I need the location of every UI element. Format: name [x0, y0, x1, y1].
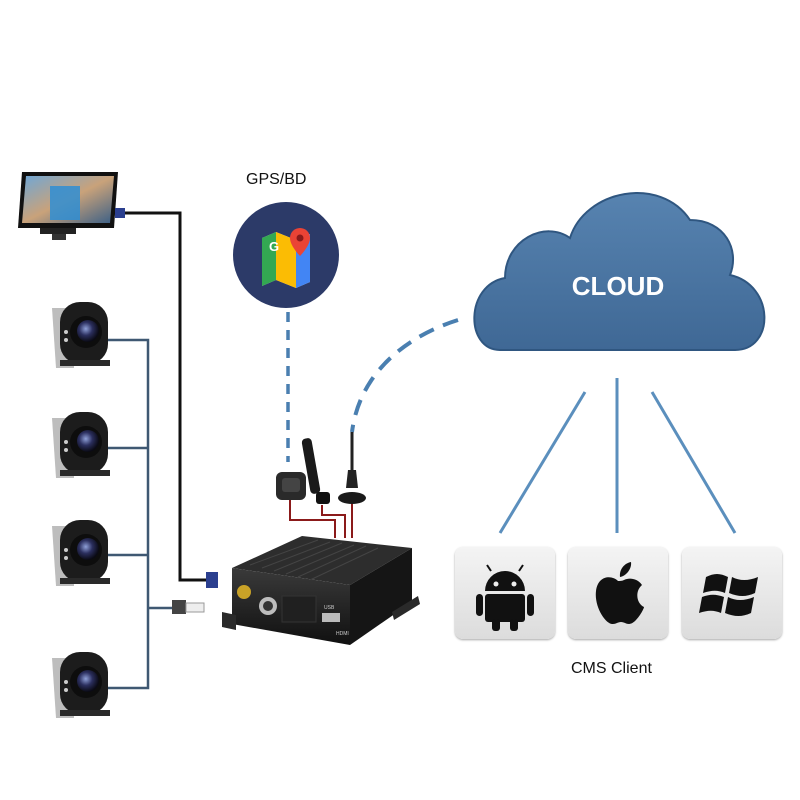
- cloud-dashed-link: [350, 318, 459, 433]
- client-links: [498, 378, 737, 534]
- camera-4: [52, 652, 110, 718]
- gps-icon: G: [233, 202, 339, 308]
- gps-antenna-icon: [276, 472, 306, 500]
- android-client-tile[interactable]: [455, 547, 555, 639]
- windows-icon: [699, 574, 758, 616]
- cloud-icon: [473, 192, 766, 351]
- gps-label: GPS/BD: [246, 171, 307, 188]
- monitor-wire: [123, 211, 212, 582]
- windows-client-tile[interactable]: [682, 547, 782, 639]
- android-icon: [476, 564, 534, 631]
- monitor-icon: [18, 172, 125, 240]
- hdmi-port-label: HDMI: [336, 631, 349, 637]
- apple-icon: [595, 562, 644, 625]
- cms-client-label: CMS Client: [571, 660, 652, 677]
- camera-2: [52, 412, 110, 478]
- cloud-label: CLOUD: [572, 271, 664, 301]
- apple-client-tile[interactable]: [568, 547, 668, 639]
- usb-port-label: USB: [324, 605, 335, 611]
- camera-wires: [108, 338, 172, 690]
- wifi-antenna-icon: [338, 432, 366, 504]
- mobile-dvr-icon: USB HDMI: [172, 536, 420, 645]
- antenna-wires: [289, 500, 353, 538]
- google-maps-icon: G: [262, 228, 310, 288]
- camera-3: [52, 520, 110, 586]
- camera-1: [52, 302, 110, 368]
- svg-text:G: G: [269, 239, 279, 254]
- 4g-antenna-icon: [301, 438, 330, 504]
